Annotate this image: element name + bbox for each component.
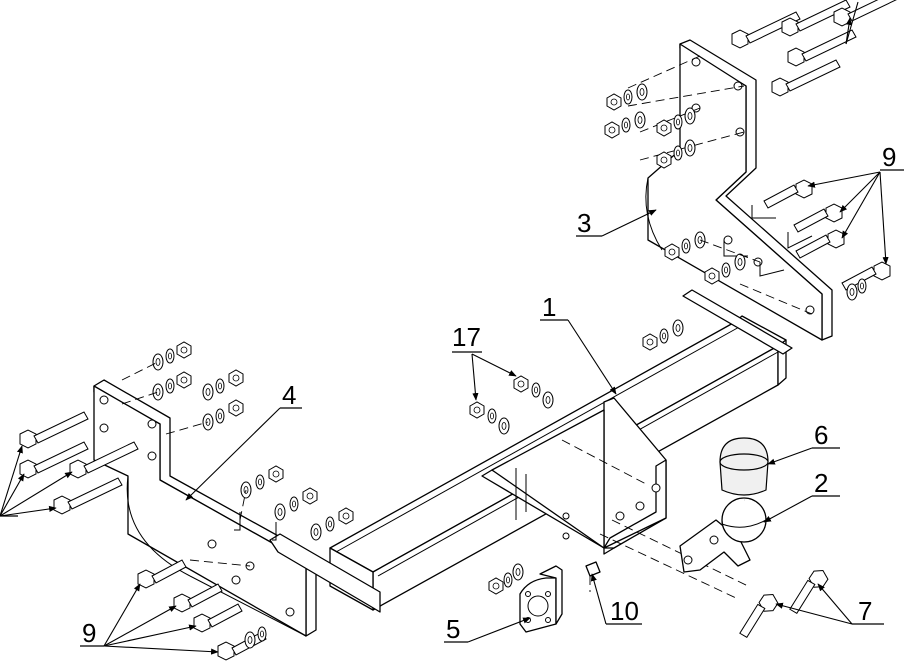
right-bracket-long-bolts bbox=[627, 0, 903, 161]
fasteners-17 bbox=[469, 375, 554, 435]
small-bolt-10 bbox=[585, 561, 601, 592]
label-part-7: 7 bbox=[858, 596, 872, 626]
tow-ball-cap bbox=[719, 437, 769, 496]
label-part-6: 6 bbox=[814, 420, 828, 450]
left-bracket-fasteners bbox=[121, 341, 354, 541]
right-bracket-fasteners bbox=[604, 83, 813, 351]
tow-bracket bbox=[481, 397, 749, 599]
label-part-9-right: 9 bbox=[882, 142, 896, 172]
label-part-5: 5 bbox=[446, 614, 460, 644]
leader-lines bbox=[0, 1, 904, 655]
socket-plate bbox=[488, 563, 563, 633]
label-part-2: 2 bbox=[814, 468, 828, 498]
beam-left-end-plate bbox=[269, 533, 381, 613]
beam-right-end-plate bbox=[682, 289, 793, 355]
label-part-10: 10 bbox=[610, 596, 639, 626]
tow-ball-hitch bbox=[679, 497, 767, 573]
hitch-bolts-7 bbox=[728, 566, 836, 640]
label-part-4: 4 bbox=[282, 380, 296, 410]
label-part-3: 3 bbox=[577, 208, 591, 238]
left-bolts-9 bbox=[137, 559, 267, 661]
label-part-17: 17 bbox=[452, 322, 481, 352]
label-part-1: 1 bbox=[542, 292, 556, 322]
left-side-bracket bbox=[93, 379, 317, 637]
label-part-9-bottom: 9 bbox=[82, 618, 96, 648]
